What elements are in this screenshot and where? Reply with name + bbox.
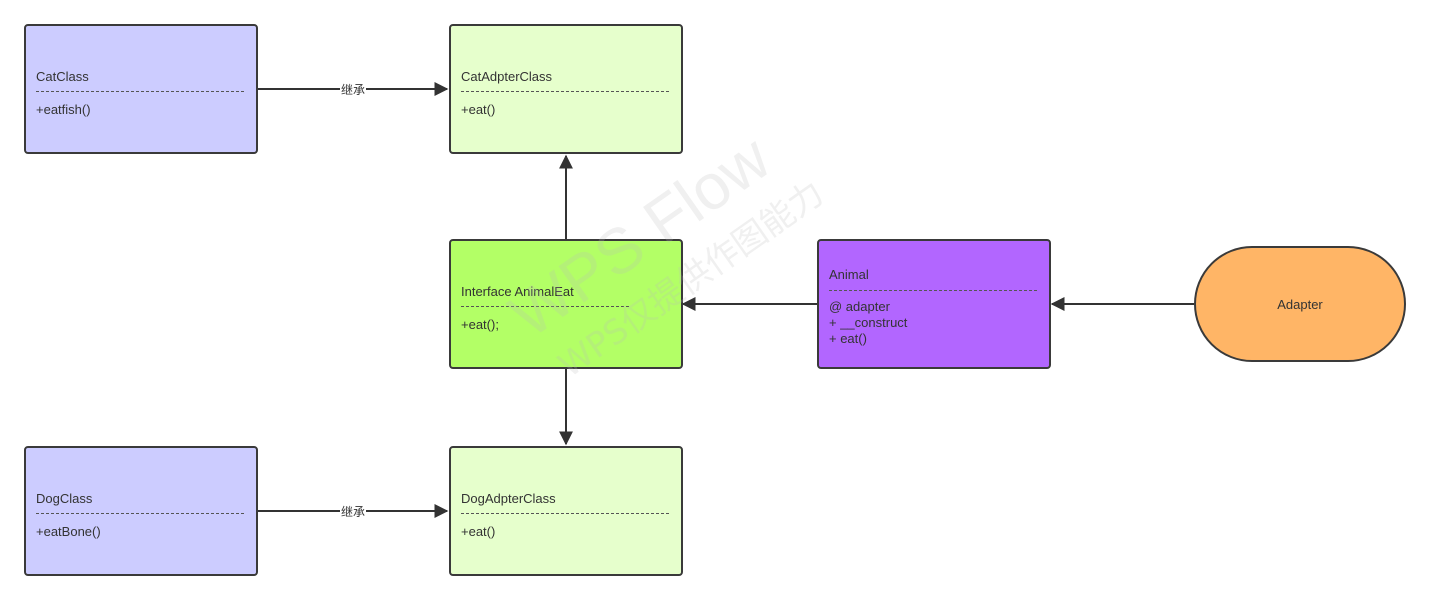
- member-separator: [36, 513, 244, 514]
- member-separator: [461, 91, 669, 92]
- node-title: Animal: [829, 267, 869, 282]
- edge-label-dog-inherit: 继承: [340, 505, 367, 519]
- member-item: + __construct: [829, 315, 908, 330]
- edge-label-cat-inherit: 继承: [340, 83, 367, 97]
- node-interface-animal-eat[interactable]: Interface AnimalEat +eat();: [449, 239, 683, 369]
- node-title: DogAdpterClass: [461, 491, 556, 506]
- member-item: +eatfish(): [36, 102, 91, 117]
- member-item: + eat(): [829, 331, 867, 346]
- node-label: Adapter: [1277, 296, 1323, 312]
- member-separator: [36, 91, 244, 92]
- node-adapter[interactable]: Adapter: [1194, 246, 1406, 362]
- node-cat-adapter-class[interactable]: CatAdpterClass +eat(): [449, 24, 683, 154]
- node-title: DogClass: [36, 491, 93, 506]
- node-title: CatAdpterClass: [461, 69, 553, 84]
- member-item: +eat();: [461, 317, 499, 332]
- node-dog-adapter-class[interactable]: DogAdpterClass +eat(): [449, 446, 683, 576]
- node-title: CatClass: [36, 69, 89, 84]
- member-separator: [829, 290, 1037, 291]
- member-item: +eat(): [461, 524, 496, 539]
- member-separator: [461, 306, 629, 307]
- member-item: +eat(): [461, 102, 496, 117]
- member-item: +eatBone(): [36, 524, 101, 539]
- node-title: Interface AnimalEat: [461, 284, 574, 299]
- node-animal[interactable]: Animal @ adapter + __construct + eat(): [817, 239, 1051, 369]
- node-dog-class[interactable]: DogClass +eatBone(): [24, 446, 258, 576]
- member-item: @ adapter: [829, 299, 890, 314]
- member-separator: [461, 513, 669, 514]
- node-cat-class[interactable]: CatClass +eatfish(): [24, 24, 258, 154]
